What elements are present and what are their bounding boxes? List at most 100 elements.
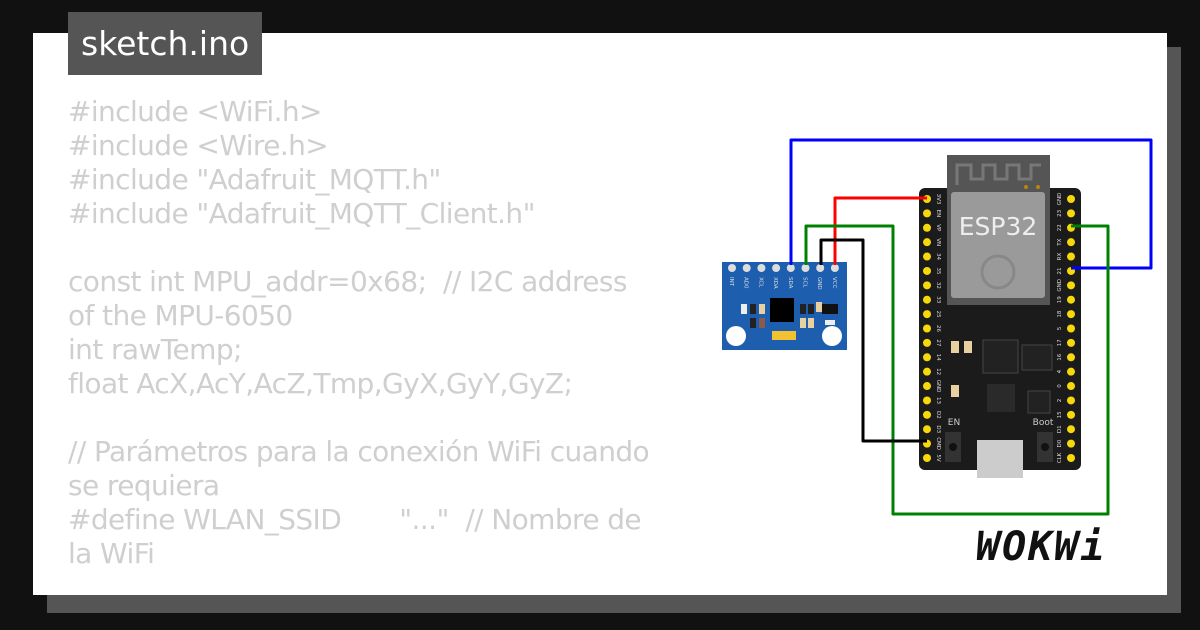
code-line: #include "Adafruit_MQTT.h" xyxy=(68,163,441,196)
esp32-pin[interactable] xyxy=(1067,425,1075,434)
mpu6050-pin[interactable] xyxy=(830,264,839,272)
esp32-pin[interactable] xyxy=(1067,295,1075,304)
esp32-pin-label: 14 xyxy=(935,354,941,361)
esp32-pin-label: EN xyxy=(935,210,941,218)
esp32-pin[interactable] xyxy=(923,454,931,462)
esp32-pin-label: 23 xyxy=(1057,209,1063,216)
code-line: float AcX,AcY,AcZ,Tmp,GyX,GyY,GyZ; xyxy=(68,367,573,400)
code-line: // Parámetros para la conexión WiFi cuan… xyxy=(68,435,658,502)
en-button-label: EN xyxy=(948,418,960,428)
esp32-pin[interactable] xyxy=(1067,195,1075,203)
esp32-pin[interactable] xyxy=(1067,324,1075,333)
code-line: #include <WiFi.h> xyxy=(68,95,322,128)
esp32-pin-label: 34 xyxy=(935,253,941,260)
esp32-pin[interactable] xyxy=(1067,382,1075,391)
esp32-pin[interactable] xyxy=(1067,367,1075,376)
esp32-pin[interactable] xyxy=(1067,396,1075,405)
code-line: const int MPU_addr=0x68; // I2C address … xyxy=(68,265,636,332)
esp32-pin[interactable] xyxy=(923,410,931,419)
esp32-pin-label: CMD xyxy=(935,437,941,450)
mpu6050-pin[interactable] xyxy=(757,264,766,272)
esp32-pin[interactable] xyxy=(923,396,931,405)
wire-scl[interactable] xyxy=(804,224,1110,516)
esp32-pin[interactable] xyxy=(923,353,931,362)
esp32-pin[interactable] xyxy=(1067,454,1075,462)
esp32-pin-label: D1 xyxy=(1057,425,1063,433)
esp32-pin[interactable] xyxy=(923,223,931,232)
wire-sda[interactable] xyxy=(789,138,1153,270)
mpu6050-pin-label: SCL xyxy=(802,277,808,288)
code-line: int rawTemp; xyxy=(68,333,242,366)
esp32-pin[interactable] xyxy=(1067,252,1075,261)
mpu6050-pin[interactable] xyxy=(786,264,795,272)
esp32-pin-label: 21 xyxy=(1057,267,1063,274)
esp32-pin-label: D0 xyxy=(1057,439,1063,447)
mpu6050-pin-label: VCC xyxy=(831,277,837,289)
esp32-pin[interactable] xyxy=(923,266,931,275)
esp32-pin-label: 33 xyxy=(935,296,941,303)
esp32-pin-label: 5V xyxy=(935,454,941,461)
mpu6050-pin-label: XCL xyxy=(757,277,763,288)
esp32-pin[interactable] xyxy=(923,238,931,247)
esp32-pin[interactable] xyxy=(923,338,931,347)
esp32-pin-label: 5 xyxy=(1057,326,1063,330)
esp32-pin-label: GND xyxy=(1057,193,1063,206)
esp32-pin[interactable] xyxy=(923,382,931,391)
esp32-pin-label: 22 xyxy=(1057,224,1063,231)
esp32-pin[interactable] xyxy=(923,324,931,333)
esp32-pin-label: 17 xyxy=(1057,339,1063,346)
esp32-pin-label: 4 xyxy=(1057,369,1063,373)
esp32-pin-label: 35 xyxy=(935,267,941,274)
boot-button-label: Boot xyxy=(1033,418,1054,428)
esp32-pin-label: D2 xyxy=(935,411,941,419)
mpu6050-pin-label: SDA xyxy=(787,277,793,289)
esp32-pin[interactable] xyxy=(1067,310,1075,319)
mpu6050-pin-label: XDA xyxy=(772,277,778,289)
esp32-pin[interactable] xyxy=(923,425,931,434)
esp32-pin-label: 18 xyxy=(1057,310,1063,317)
code-line: #define WLAN_SSID "..." // Nombre de la … xyxy=(68,503,650,570)
esp32-pin-label: GND xyxy=(1057,279,1063,292)
mpu6050-pin-label: INT xyxy=(728,277,734,287)
esp32-pin-label: 32 xyxy=(935,282,941,289)
esp32-devkit[interactable]: ESP32 EN Boot 3V3ENVPVN34353233252627141… xyxy=(919,155,1081,478)
mpu6050-pin[interactable] xyxy=(728,264,736,272)
esp32-pin[interactable] xyxy=(1067,353,1075,362)
esp32-pin[interactable] xyxy=(1067,238,1075,247)
esp32-pin[interactable] xyxy=(1067,439,1075,448)
esp32-pin[interactable] xyxy=(1067,410,1075,419)
esp32-pin-label: CLK xyxy=(1057,452,1063,463)
code-preview: #include <WiFi.h>#include <Wire.h>#inclu… xyxy=(68,95,658,571)
esp32-pin-label: D3 xyxy=(935,425,941,433)
esp32-pin[interactable] xyxy=(923,310,931,319)
esp32-pin-label: 15 xyxy=(1057,411,1063,418)
mpu6050-pin[interactable] xyxy=(801,264,810,272)
mpu6050-pin-label: GND xyxy=(816,277,822,290)
esp32-pin-label: VP xyxy=(935,224,941,232)
wire-gnd[interactable] xyxy=(819,238,927,443)
esp32-pin[interactable] xyxy=(923,367,931,376)
wire-vcc[interactable] xyxy=(833,196,927,265)
file-title: sketch.ino xyxy=(68,12,263,75)
esp32-pin-label: 25 xyxy=(935,311,941,318)
mpu6050-pin[interactable] xyxy=(772,264,781,272)
esp32-pin-label: TX xyxy=(1057,238,1063,246)
esp32-pin[interactable] xyxy=(1067,209,1075,218)
esp32-pin-label: RX xyxy=(1057,253,1063,261)
esp32-pin-label: 12 xyxy=(935,368,941,375)
esp32-pin[interactable] xyxy=(923,295,931,304)
mpu6050-pin[interactable] xyxy=(816,264,825,272)
esp32-pin[interactable] xyxy=(1067,338,1075,347)
esp32-pin[interactable] xyxy=(1067,281,1075,290)
esp32-pin-label: 27 xyxy=(935,339,941,346)
esp32-label: ESP32 xyxy=(959,212,1038,241)
esp32-pin[interactable] xyxy=(923,209,931,218)
mpu6050-pin[interactable] xyxy=(742,264,751,272)
esp32-pin[interactable] xyxy=(923,252,931,261)
esp32-pin-label: 13 xyxy=(935,397,941,404)
esp32-pin-label: 16 xyxy=(1057,353,1063,360)
esp32-pin[interactable] xyxy=(923,281,931,290)
esp32-pin-label: 2 xyxy=(1057,399,1063,403)
